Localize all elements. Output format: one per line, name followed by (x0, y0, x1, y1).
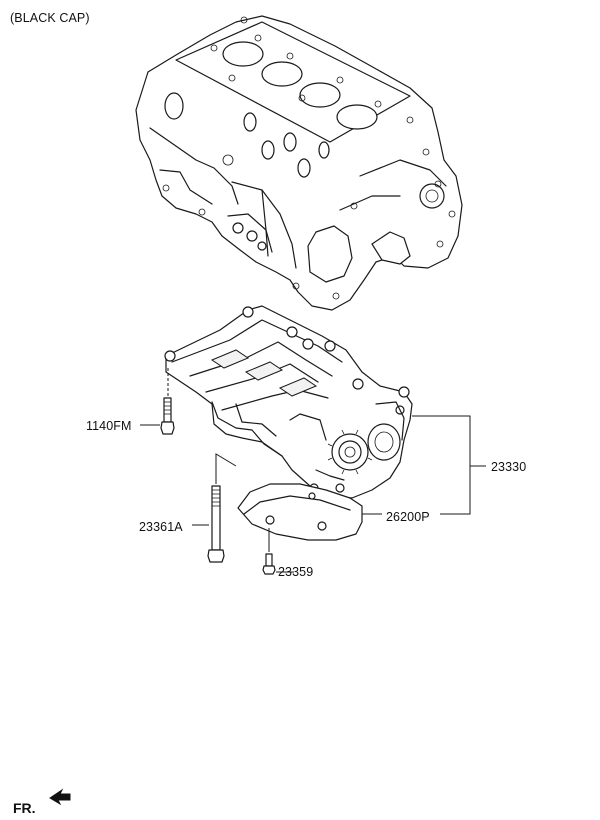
engine-block-illustration (135, 15, 463, 311)
front-orientation-label: FR. (13, 800, 36, 816)
bolt-1140fm-illustration (160, 397, 175, 435)
oil-pump-assembly-illustration (164, 305, 413, 541)
bolt-23359-illustration (262, 553, 276, 575)
part-label-23330[interactable]: 23330 (491, 460, 527, 474)
front-arrow-icon (49, 788, 71, 806)
part-label-26200p[interactable]: 26200P (386, 510, 430, 524)
bolt-23361a-illustration (207, 485, 225, 563)
part-label-23359[interactable]: 23359 (278, 565, 314, 579)
variant-note: (BLACK CAP) (10, 11, 90, 25)
part-label-23361a[interactable]: 23361A (139, 520, 183, 534)
leader-lines (140, 368, 486, 573)
part-label-1140fm[interactable]: 1140FM (86, 419, 132, 433)
